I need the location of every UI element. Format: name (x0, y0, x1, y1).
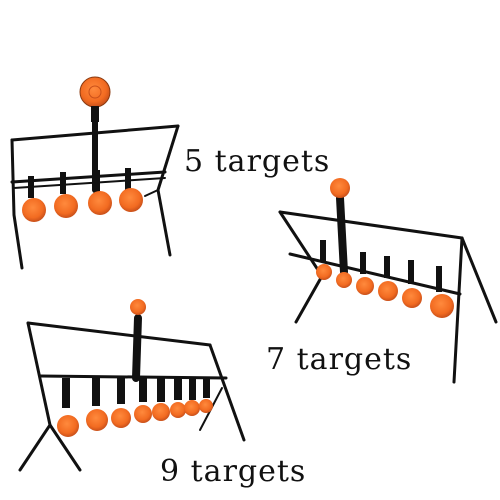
nine-target-rig (18, 314, 246, 472)
seven-targets-caption: 7 targets (266, 342, 413, 377)
five-targets-caption: 5 targets (184, 144, 331, 179)
nine-target-plates (57, 299, 213, 437)
five-target-rig (10, 115, 180, 270)
seven-target-plates (316, 178, 454, 318)
nine-targets-caption: 9 targets (160, 454, 307, 489)
five-target-plates (22, 76, 143, 222)
